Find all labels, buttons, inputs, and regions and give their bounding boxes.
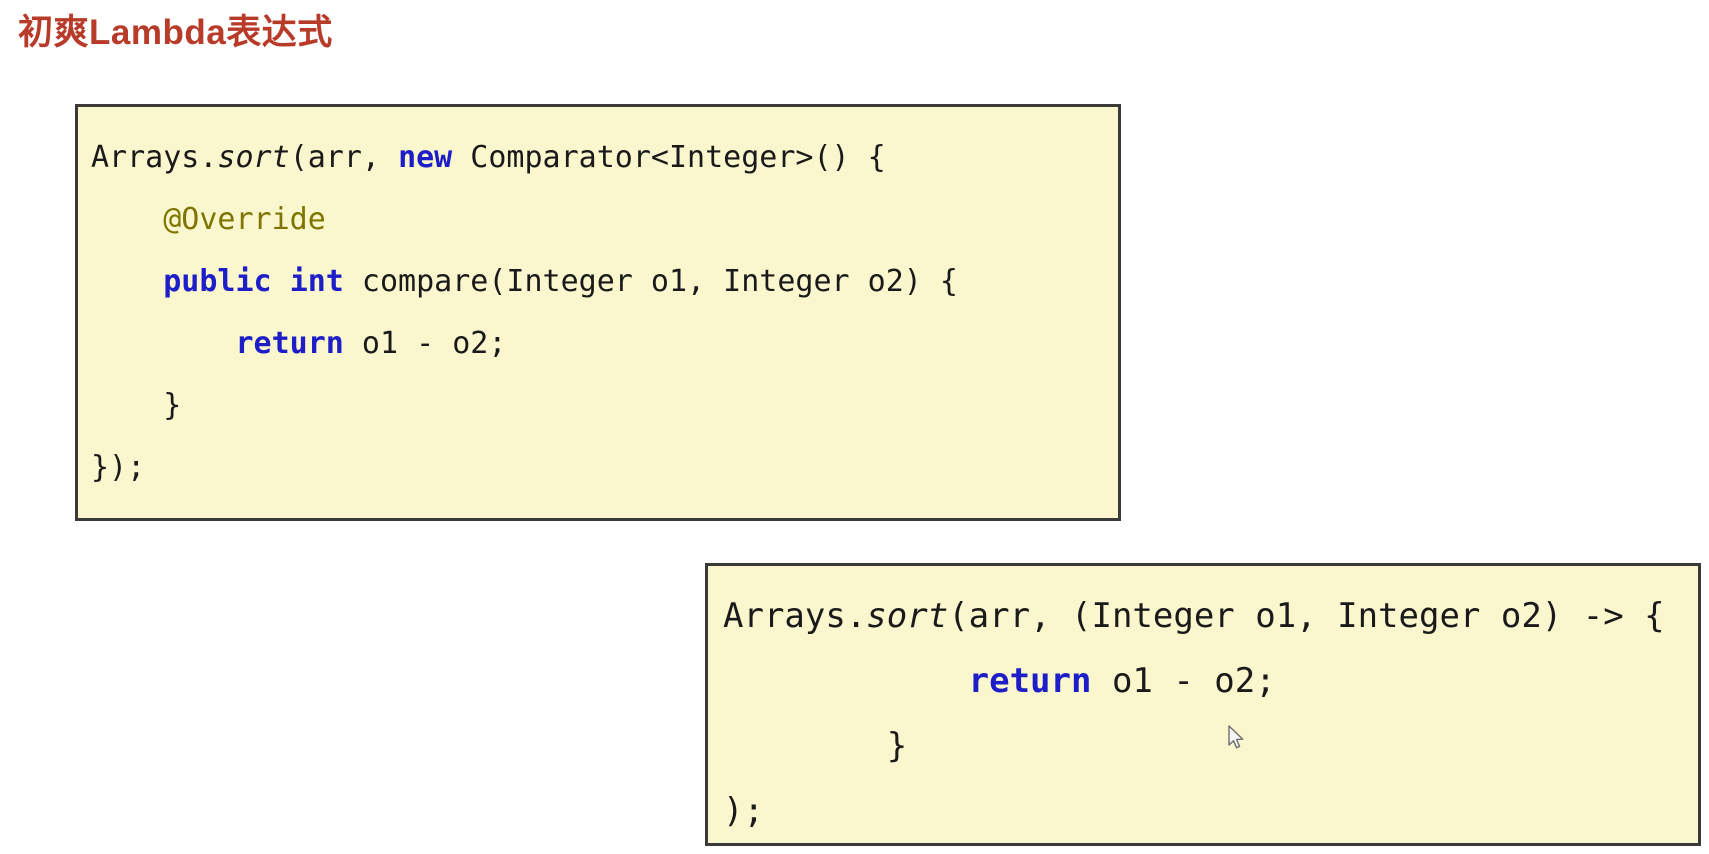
code-line: return o1 - o2; <box>91 313 1118 375</box>
code-token-plain <box>272 264 290 299</box>
code-token-plain: Arrays. <box>91 140 218 175</box>
code-token-plain <box>91 264 163 299</box>
code-line: Arrays.sort(arr, (Integer o1, Integer o2… <box>723 584 1698 649</box>
code-token-static: sort <box>866 596 949 636</box>
code-token-plain: o1 - o2; <box>343 326 507 361</box>
code-line: } <box>723 714 1698 779</box>
code-token-plain <box>91 202 163 237</box>
code-token-plain: o1 - o2; <box>1091 661 1276 701</box>
code-token-annotation: @Override <box>163 202 326 237</box>
code-token-plain: } <box>91 388 182 423</box>
code-block-anonymous-comparator: Arrays.sort(arr, new Comparator<Integer>… <box>75 104 1121 521</box>
code-token-plain: (arr, <box>289 140 399 175</box>
code-block-lambda-expression: Arrays.sort(arr, (Integer o1, Integer o2… <box>705 563 1701 846</box>
code-line: ); <box>723 779 1698 844</box>
code-token-plain: Comparator<Integer>() { <box>452 140 886 175</box>
code-token-plain <box>91 326 236 361</box>
code-line: return o1 - o2; <box>723 649 1698 714</box>
page-title: 初爽Lambda表达式 <box>18 13 333 52</box>
code-token-keyword: int <box>289 264 344 299</box>
code-token-static: sort <box>217 140 290 175</box>
code-line: public int compare(Integer o1, Integer o… <box>91 251 1118 313</box>
code-line: Arrays.sort(arr, new Comparator<Integer>… <box>91 127 1118 189</box>
code-token-plain: } <box>723 726 908 766</box>
code-token-plain <box>723 661 969 701</box>
code-token-plain: }); <box>91 450 146 485</box>
code-line: }); <box>91 437 1118 499</box>
code-line: } <box>91 375 1118 437</box>
code-token-keyword: public <box>163 264 272 299</box>
code-token-plain: compare(Integer o1, Integer o2) { <box>343 264 958 299</box>
code-token-keyword: new <box>398 140 453 175</box>
code-token-plain: (arr, (Integer o1, Integer o2) -> { <box>948 596 1665 636</box>
code-token-plain: Arrays. <box>723 596 867 636</box>
code-token-plain: ); <box>723 791 764 831</box>
code-token-keyword: return <box>968 661 1092 701</box>
code-token-keyword: return <box>235 326 344 361</box>
code-line: @Override <box>91 189 1118 251</box>
